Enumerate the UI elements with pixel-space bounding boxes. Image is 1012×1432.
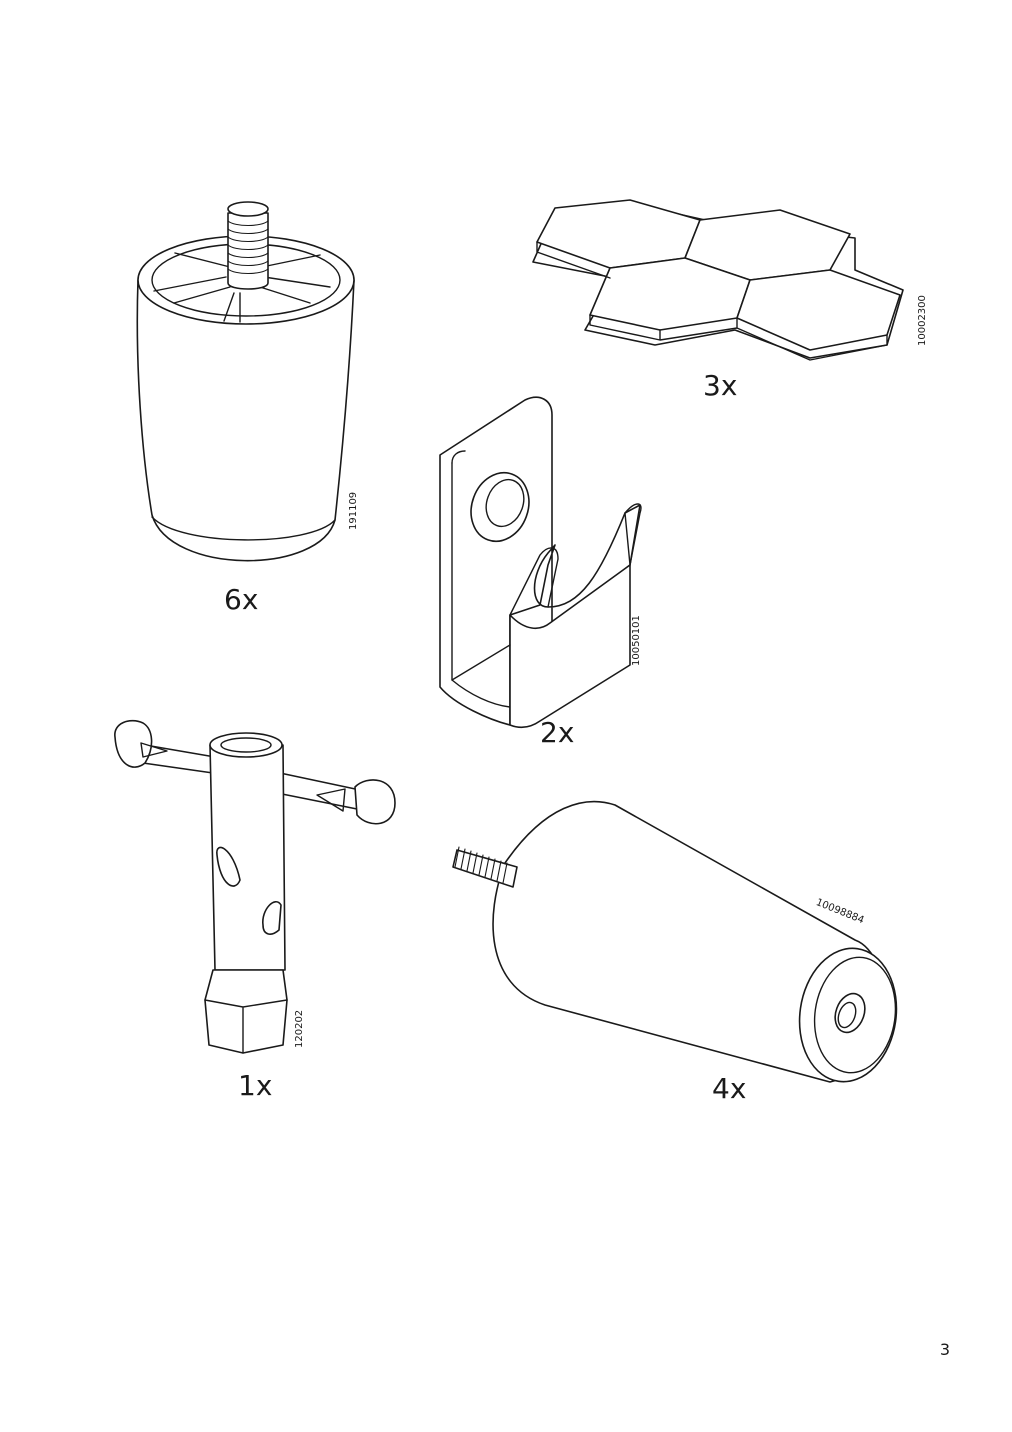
quantity-cylinder-leg: 6x [224,583,259,616]
tapered-leg-illustration [445,795,905,1090]
hexagon-felt-pads-illustration [525,190,905,365]
bracket-illustration [430,395,650,730]
part-cross-wrench [105,715,400,1060]
quantity-hexagon-felt-pads: 3x [703,369,738,402]
part-tapered-leg [445,795,905,1090]
part-cylinder-leg [130,195,370,585]
quantity-cross-wrench: 1x [238,1069,273,1102]
page-number: 3 [939,1340,950,1359]
code-cross-wrench: 120202 [294,1009,305,1048]
code-hexagon-felt-pads: 10002300 [917,295,928,346]
part-bracket [430,395,650,730]
code-bracket: 10050101 [631,615,642,666]
cylinder-leg-illustration [130,195,370,585]
cross-wrench-illustration [105,715,400,1060]
code-cylinder-leg: 191109 [348,491,359,530]
quantity-tapered-leg: 4x [712,1072,747,1105]
part-hexagon-felt-pads [525,190,905,365]
quantity-bracket: 2x [540,716,575,749]
